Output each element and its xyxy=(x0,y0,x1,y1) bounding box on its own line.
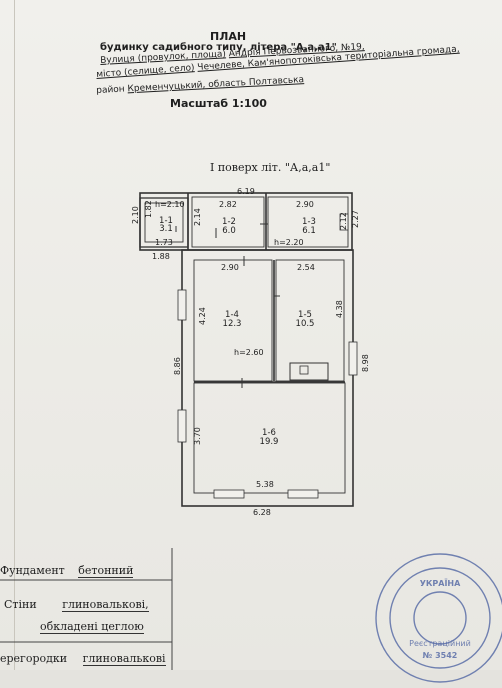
dim-height-mid: h=2.20 xyxy=(274,238,304,247)
dim-r5-h: 4.38 xyxy=(335,300,344,318)
dim-r3-w: 2.90 xyxy=(296,200,314,209)
room-1-5-area: 10.5 xyxy=(296,319,315,329)
dim-r4-w: 2.90 xyxy=(221,263,239,272)
walls-value: глиновалькові, xyxy=(62,598,149,612)
document-title: ПЛАН xyxy=(210,30,247,43)
dim-r2-w: 2.82 xyxy=(219,200,237,209)
window-right-1 xyxy=(348,341,358,376)
dim-left-total: 8.86 xyxy=(173,357,182,375)
room-1-1-id: 1-1 xyxy=(159,216,173,226)
walls-row: Стіни глиновалькові, xyxy=(4,598,149,612)
partitions-value: глиновалькові xyxy=(82,652,166,666)
stamp-number: № 3542 xyxy=(423,651,458,660)
foundation-label: Фундамент xyxy=(0,564,65,577)
walls-label: Стіни xyxy=(4,598,37,611)
room-1-4-inner xyxy=(193,259,273,382)
room-1-3-id: 1-3 xyxy=(302,217,316,227)
window-left-1 xyxy=(177,289,187,321)
floor-label: І поверх літ. "А,а,а1" xyxy=(210,161,331,174)
dim-right-upper: 2.27 xyxy=(351,210,360,228)
stove xyxy=(289,362,329,381)
dim-r3-h: 2.12 xyxy=(339,212,348,230)
window-bottom-2 xyxy=(287,489,319,499)
dim-porch-h: h=2.10 xyxy=(155,200,185,209)
room-1-4-id: 1-4 xyxy=(225,310,239,320)
room-1-2-inner xyxy=(191,196,265,248)
stamp-country: УКРАЇНА xyxy=(420,578,461,588)
dim-bottom-total: 6.28 xyxy=(253,508,271,517)
dim-right-total: 8.98 xyxy=(361,354,370,372)
dim-porch-outer: 1.88 xyxy=(152,252,170,261)
dim-height-low: h=2.60 xyxy=(234,348,264,357)
partitions-label: ерегородки xyxy=(0,652,68,665)
binding-margin-line xyxy=(14,0,15,670)
walls-row-2: обкладені цеглою xyxy=(40,620,144,634)
dim-r4-h: 4.24 xyxy=(198,307,207,325)
window-left-2 xyxy=(177,409,187,443)
room-1-6-id: 1-6 xyxy=(262,428,276,438)
main-body-outline xyxy=(181,249,354,507)
room-1-1-area: 3.1 xyxy=(159,224,173,234)
foundation-row: Фундамент бетонний xyxy=(0,564,134,578)
room-1-2-id: 1-2 xyxy=(222,217,236,227)
dim-top-total: 6.19 xyxy=(237,187,255,196)
stamp-registry: Реєстраційний xyxy=(409,639,471,648)
room-1-5-id: 1-5 xyxy=(298,310,312,320)
window-right-top xyxy=(339,213,349,231)
dim-r6-h: 3.70 xyxy=(193,427,202,445)
dim-r6-w: 5.38 xyxy=(256,480,274,489)
floor-plan-drawing: 6.19 h=2.10 1.73 1.88 2.82 2.90 h=2.20 2… xyxy=(0,187,370,670)
room-1-3-area: 6.1 xyxy=(302,226,316,236)
walls-value-2: обкладені цеглою xyxy=(40,620,144,634)
room-1-5-inner xyxy=(275,259,345,382)
dim-porch-inner: 1.82 xyxy=(144,200,153,218)
document-subtitle: будинку садибного типу, літера "А,а,а1" xyxy=(100,42,337,53)
stove-hatch xyxy=(299,365,309,375)
scale-label: Масштаб 1:100 xyxy=(170,97,267,110)
porch-inner xyxy=(144,202,184,243)
official-stamp: УКРАЇНА Реєстраційний № 3542 xyxy=(375,553,502,683)
room-1-4-area: 12.3 xyxy=(223,319,242,329)
foundation-value: бетонний xyxy=(78,564,134,578)
room-1-6-area: 19.9 xyxy=(260,437,279,447)
room-1-6-inner xyxy=(193,382,346,494)
dim-porch-w: 1.73 xyxy=(155,238,173,247)
partitions-row: ерегородки глиновалькові xyxy=(0,652,166,666)
dim-r2-h: 2.14 xyxy=(193,208,202,226)
dim-r5-w: 2.54 xyxy=(297,263,315,272)
dim-porch-left: 2.10 xyxy=(131,206,140,224)
window-bottom-1 xyxy=(213,489,245,499)
room-1-2-area: 6.0 xyxy=(222,226,236,236)
